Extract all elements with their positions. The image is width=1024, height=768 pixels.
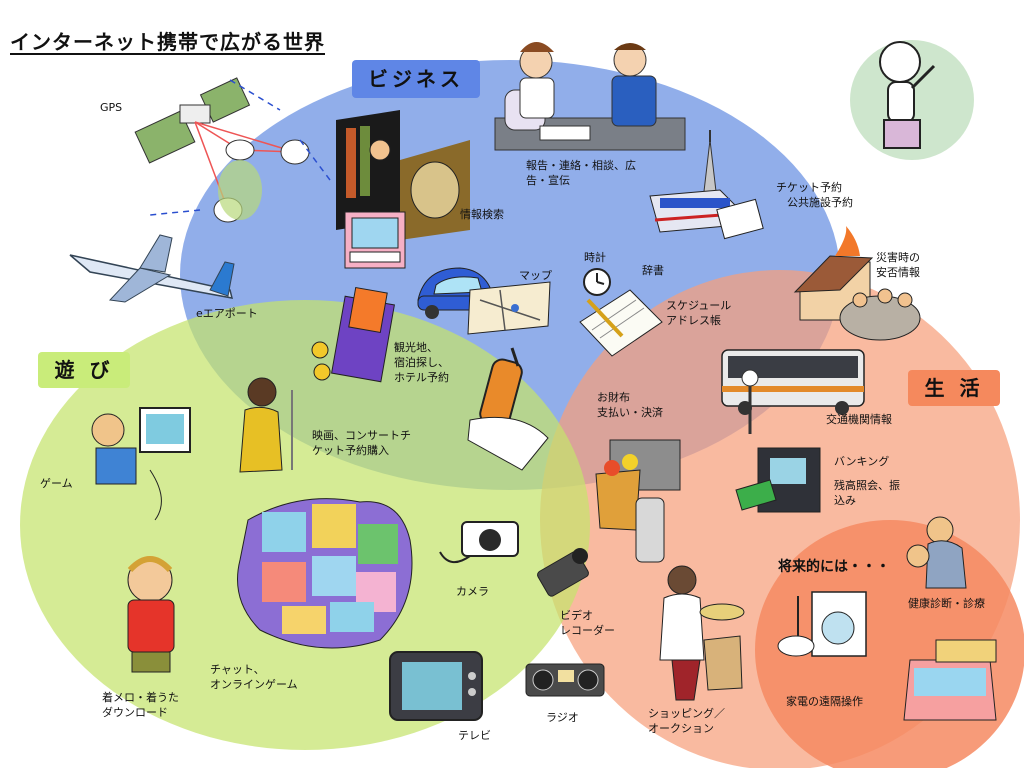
label-camera: カメラ xyxy=(456,585,489,598)
label-tv: テレビ xyxy=(458,729,491,742)
label-gps: GPS xyxy=(100,101,123,114)
label-banking: バンキング xyxy=(834,455,890,468)
label-disaster: 災害時の 安否情報 xyxy=(876,251,920,279)
label-wallet: お財布 支払い・決済 xyxy=(597,391,663,419)
label-chat: チャット、 オンラインゲーム xyxy=(210,663,298,691)
label-video: ビデオ レコーダー xyxy=(560,609,615,637)
label-balance: 残高照会、振 込み xyxy=(834,479,900,507)
label-schedule: スケジュール アドレス帳 xyxy=(666,299,732,327)
future-heading: 将来的には・・・ xyxy=(778,559,890,575)
label-eairport: eエアポート xyxy=(196,307,258,320)
label-sightseeing: 観光地、 宿泊探し、 ホテル予約 xyxy=(394,341,449,384)
label-health: 健康診断・診療 xyxy=(908,597,985,610)
play-badge: 遊 び xyxy=(38,352,130,388)
label-info-search: 情報検索 xyxy=(460,208,504,221)
label-clock: 時計 xyxy=(584,251,606,264)
label-appliance: 家電の遠隔操作 xyxy=(786,695,863,708)
business-badge: ビジネス xyxy=(352,60,480,98)
label-shopping: ショッピング／ オークション xyxy=(648,707,725,735)
label-radio: ラジオ xyxy=(546,711,579,724)
label-dictionary: 辞書 xyxy=(642,264,664,277)
label-movie: 映画、コンサートチ ケット予約購入 xyxy=(312,429,411,457)
label-report: 報告・連絡・相談、広 告・宣伝 xyxy=(526,159,636,187)
label-traffic: 交通機関情報 xyxy=(826,413,892,426)
label-game: ゲーム xyxy=(40,477,73,490)
label-map: マップ xyxy=(519,269,552,282)
life-badge: 生 活 xyxy=(908,370,1000,406)
label-ringtone: 着メロ・着うた ダウンロード xyxy=(102,691,179,719)
label-ticket: チケット予約 公共施設予約 xyxy=(776,181,853,209)
page-title: インターネット携帯で広がる世界 xyxy=(10,30,325,54)
